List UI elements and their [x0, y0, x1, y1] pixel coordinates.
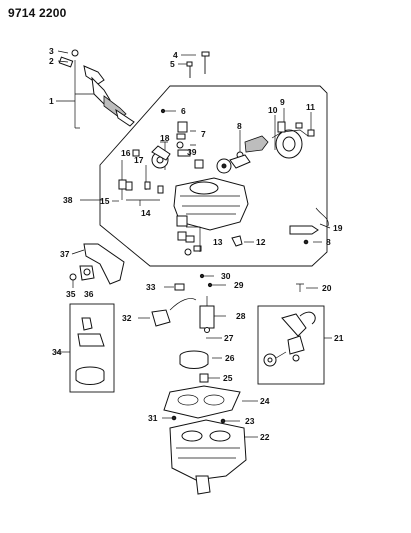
- float-26: [179, 350, 222, 383]
- sensor-28-group: [138, 296, 226, 339]
- callout-26: 26: [225, 353, 235, 363]
- callout-8b: 8: [326, 237, 331, 247]
- gasket-24: [163, 385, 258, 419]
- carburetor-body: [173, 154, 251, 231]
- throttle-body-22: [169, 419, 258, 495]
- callout-34: 34: [52, 347, 62, 357]
- callout-37: 37: [60, 249, 70, 259]
- callout-30: 30: [221, 271, 231, 281]
- callout-7: 7: [201, 129, 206, 139]
- inset-box-21: [257, 305, 332, 385]
- callout-6: 6: [181, 106, 186, 116]
- callout-24: 24: [260, 396, 270, 406]
- callout-23: 23: [245, 416, 255, 426]
- callout-38: 38: [63, 195, 73, 205]
- callout-20: 20: [322, 283, 332, 293]
- callout-9: 9: [280, 97, 285, 107]
- callout-32: 32: [122, 313, 132, 323]
- main-assembly-boundary: [99, 85, 328, 267]
- choke-cluster: [151, 121, 196, 170]
- linkage-group-top-left: [56, 49, 135, 129]
- callout-14: 14: [141, 208, 151, 218]
- callout-27: 27: [224, 333, 234, 343]
- jets-group: [112, 149, 164, 206]
- callout-36: 36: [84, 289, 94, 299]
- callout-2: 2: [49, 56, 54, 66]
- callout-29: 29: [234, 280, 244, 290]
- bolt-4-5: [178, 51, 210, 78]
- callout-12: 12: [256, 237, 266, 247]
- callout-39: 39: [187, 147, 197, 157]
- diagram-code: 9714 2200: [8, 6, 67, 20]
- callout-13: 13: [213, 237, 223, 247]
- bracket-37: [69, 243, 125, 288]
- callout-19: 19: [333, 223, 343, 233]
- small-screws-row: [164, 273, 318, 292]
- solenoid-19: [289, 207, 331, 245]
- callout-3: 3: [49, 46, 54, 56]
- choke-cover-cluster: [236, 108, 315, 159]
- callout-5: 5: [170, 59, 175, 69]
- callout-10: 10: [268, 105, 278, 115]
- callout-35: 35: [66, 289, 76, 299]
- lower-jet-group: [177, 226, 254, 256]
- callout-21: 21: [334, 333, 344, 343]
- callout-11: 11: [306, 102, 315, 112]
- callout-17: 17: [134, 155, 144, 165]
- callout-25: 25: [223, 373, 233, 383]
- screw-6: [160, 108, 176, 114]
- screws-31-23: [162, 415, 240, 424]
- callout-22: 22: [260, 432, 270, 442]
- callout-4: 4: [173, 50, 178, 60]
- callout-33: 33: [146, 282, 156, 292]
- callout-28: 28: [236, 311, 246, 321]
- callout-16: 16: [121, 148, 131, 158]
- callout-31: 31: [148, 413, 158, 423]
- callout-18: 18: [160, 133, 170, 143]
- callout-1: 1: [49, 96, 54, 106]
- callout-15: 15: [100, 196, 110, 206]
- inset-box-34: [56, 303, 115, 393]
- callout-8: 8: [237, 121, 242, 131]
